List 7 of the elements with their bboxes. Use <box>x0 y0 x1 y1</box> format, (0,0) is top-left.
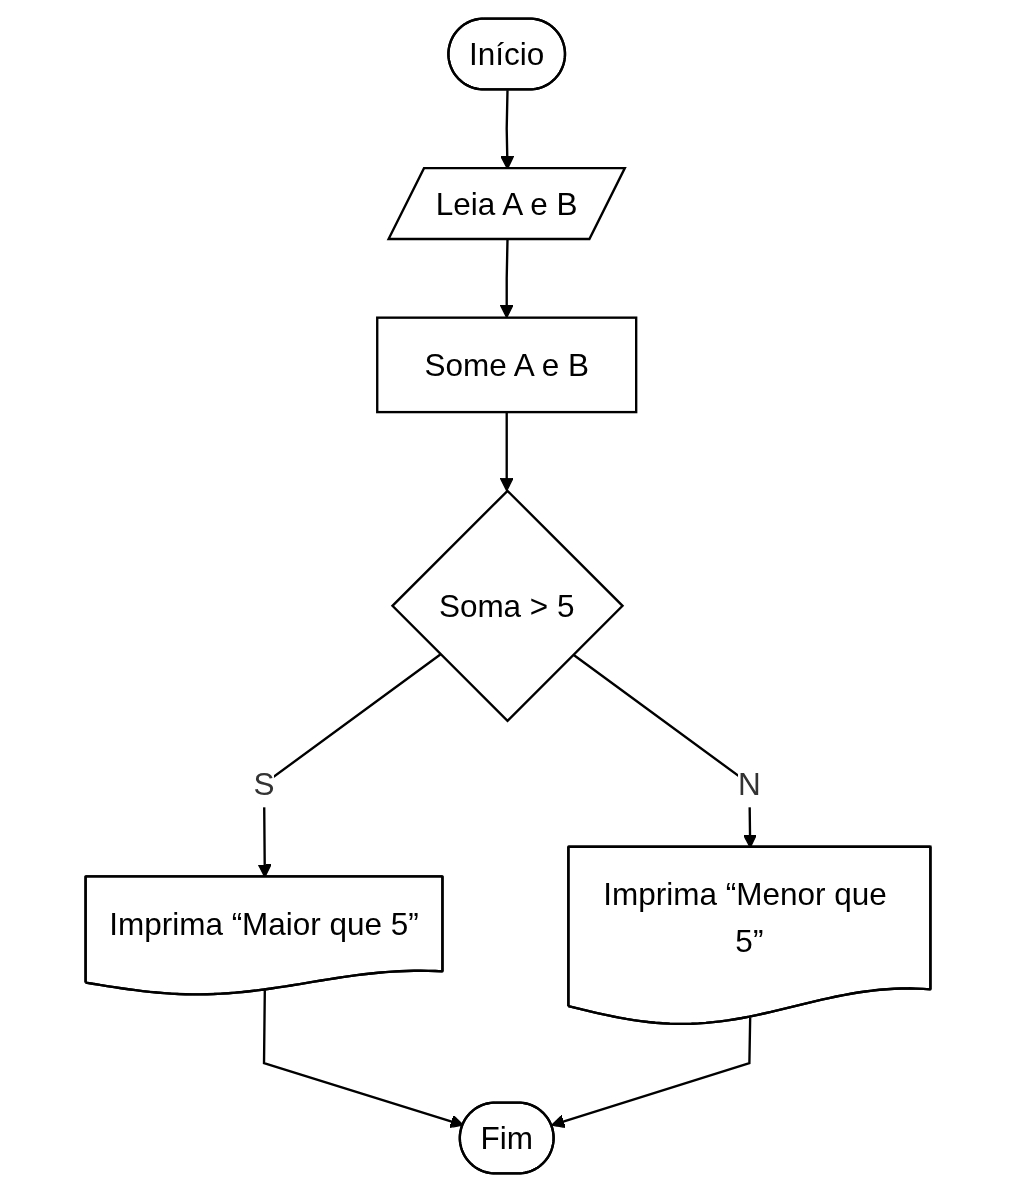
arrow <box>262 990 464 1129</box>
arrow <box>550 1017 751 1129</box>
arrow <box>499 412 514 492</box>
edge-label: N <box>737 766 761 802</box>
node-diamond: Soma > 5 <box>390 489 624 723</box>
node-box: Some A e B <box>375 316 637 414</box>
edge-label: S <box>253 766 275 802</box>
